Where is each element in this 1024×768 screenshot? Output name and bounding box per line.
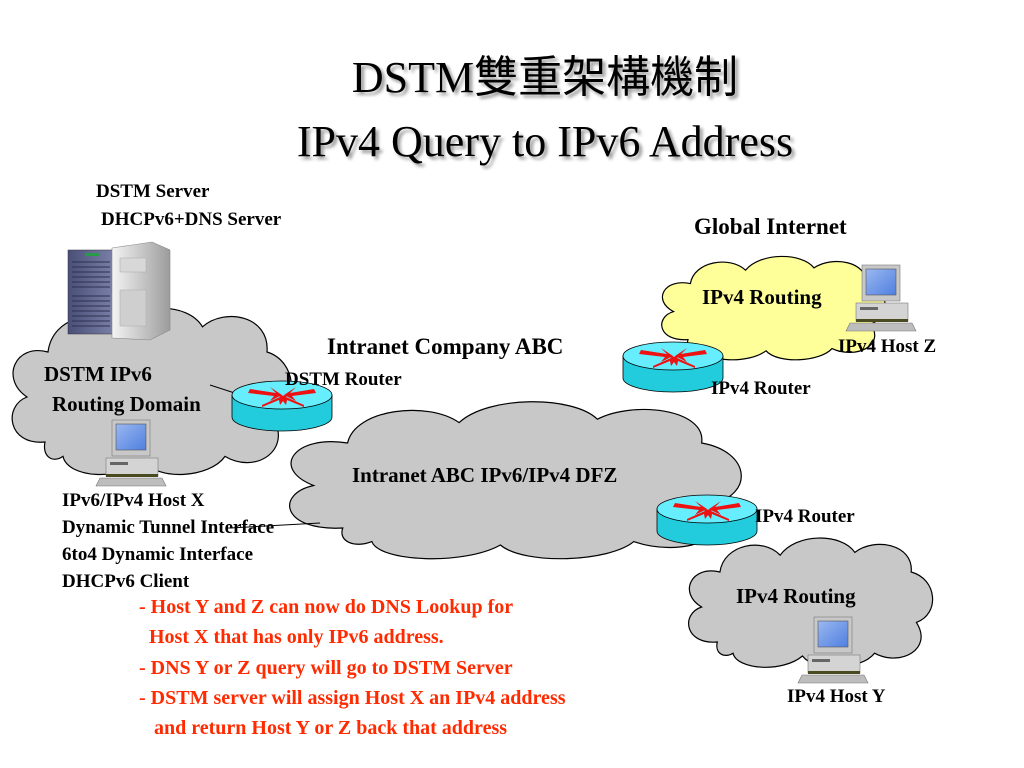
router-ipv4-upper-icon [622,341,724,393]
note-line-2: Host X that has only IPv6 address. [139,626,444,648]
dstm-domain-label-2: Routing Domain [52,392,201,416]
router-ipv4-lower-icon [656,494,758,546]
ipv4-router-lower-label: IPv4 Router [755,506,855,527]
host-x-label-4: DHCPv6 Client [62,571,190,592]
global-cloud-label: IPv4 Routing [702,285,822,309]
server-label-2: DHCPv6+DNS Server [101,209,282,230]
note-line-4: - DSTM server will assign Host X an IPv4… [139,687,566,709]
host-x-label-2: Dynamic Tunnel Interface [62,517,275,538]
title-line-1: DSTM雙重架構機制 [351,53,739,102]
host-y-computer-icon [797,616,869,684]
note-line-5: and return Host Y or Z back that address [139,717,508,739]
note-line-1: - Host Y and Z can now do DNS Lookup for [139,596,514,618]
host-x-computer-icon [95,419,167,487]
note-line-3: - DNS Y or Z query will go to DSTM Serve… [139,657,513,679]
ipv4-lower-cloud-label: IPv4 Routing [736,584,856,608]
host-z-computer-icon [845,264,917,332]
dstm-domain-label-1: DSTM IPv6 [44,362,152,386]
host-z-label: IPv4 Host Z [838,336,937,357]
title-line-2: IPv4 Query to IPv6 Address [296,117,794,166]
intranet-heading: Intranet Company ABC [327,334,564,359]
dstm-router-label: DSTM Router [285,369,402,390]
host-x-label-3: 6to4 Dynamic Interface [62,544,254,565]
link-hostx [229,522,321,529]
intranet-cloud-label: Intranet ABC IPv6/IPv4 DFZ [352,463,618,487]
router-dstm-icon [231,380,333,432]
global-internet-heading: Global Internet [694,214,847,239]
server-icon [67,241,171,341]
host-x-label-1: IPv6/IPv4 Host X [62,490,205,511]
server-label-1: DSTM Server [96,181,210,202]
ipv4-router-upper-label: IPv4 Router [711,378,811,399]
host-y-label: IPv4 Host Y [787,686,886,707]
